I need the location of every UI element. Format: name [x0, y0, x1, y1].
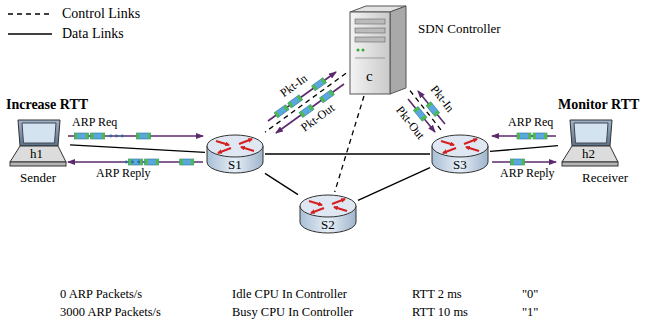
switch-router: S2	[298, 192, 358, 236]
sender-host: h1Sender	[6, 118, 70, 168]
legend-line-sample	[8, 33, 52, 34]
packet-icon	[517, 133, 531, 139]
ellipsis-dot	[137, 161, 140, 164]
ellipsis-dot	[121, 135, 124, 138]
receiver-host: h2Receiver	[558, 118, 622, 168]
packet-icon	[75, 133, 89, 139]
packet-icon	[320, 90, 335, 103]
control-link	[335, 96, 364, 192]
table-cell: 0 ARP Packets/s	[60, 288, 142, 302]
flow-label: Pkt-Out	[299, 101, 338, 134]
node-label: h1	[30, 147, 43, 161]
node-label: h2	[582, 147, 595, 161]
caption-text: SDN Controller	[418, 22, 501, 36]
flow-label: Pkt-In	[428, 83, 457, 115]
flow-label: ARP Req	[508, 116, 553, 129]
table-cell: "1"	[522, 306, 538, 320]
switch-router: S3	[430, 132, 490, 176]
data-link	[490, 146, 558, 152]
legend-dash-sample	[8, 13, 52, 14]
table-cell: 3000 ARP Packets/s	[60, 306, 161, 320]
server-icon	[346, 4, 410, 96]
flow-arrows	[68, 72, 556, 162]
table-cell: "0"	[522, 288, 538, 302]
packet-icon	[137, 133, 151, 139]
packet-icon	[312, 78, 327, 91]
packets	[75, 78, 548, 165]
table-cell: RTT 10 ms	[412, 306, 468, 320]
data-link	[358, 168, 430, 201]
table-cell: Busy CPU In Controller	[232, 306, 353, 320]
flow-label: ARP Reply	[96, 167, 151, 180]
ellipsis-dot	[125, 161, 128, 164]
node-label: c	[366, 68, 373, 85]
flow-label: Pkt-Out	[393, 104, 427, 142]
table-cell: Idle CPU In Controller	[232, 288, 347, 302]
packet-icon	[145, 159, 159, 165]
data-link	[265, 173, 298, 194]
packet-icon	[91, 133, 105, 139]
packet-icon	[511, 159, 525, 165]
legend-text: Data Links	[62, 26, 124, 41]
packet-icon	[129, 159, 143, 165]
data-link	[265, 153, 430, 154]
controller-server: cSDN Controller	[346, 4, 410, 96]
ellipsis-dot	[109, 135, 112, 138]
caption-text: Sender	[20, 171, 56, 185]
callout-text: Monitor RTT	[558, 97, 639, 112]
data-link	[70, 145, 205, 153]
packet-icon	[533, 133, 547, 139]
switch-router: S1	[205, 132, 265, 176]
table-cell: RTT 2 ms	[412, 288, 462, 302]
node-label: S1	[228, 158, 242, 172]
caption-text: Receiver	[582, 171, 628, 185]
packet-icon	[180, 159, 194, 165]
ellipsis-dot	[115, 135, 118, 138]
node-label: S2	[321, 218, 335, 232]
flow-label: ARP Reply	[500, 167, 555, 180]
ellipsis-dot	[131, 161, 134, 164]
legend-text: Control Links	[62, 6, 140, 21]
flow-label: Pkt-In	[278, 72, 310, 100]
callout-text: Increase RTT	[6, 97, 88, 112]
flow-label: ARP Req	[72, 116, 117, 129]
node-label: S3	[453, 158, 467, 172]
